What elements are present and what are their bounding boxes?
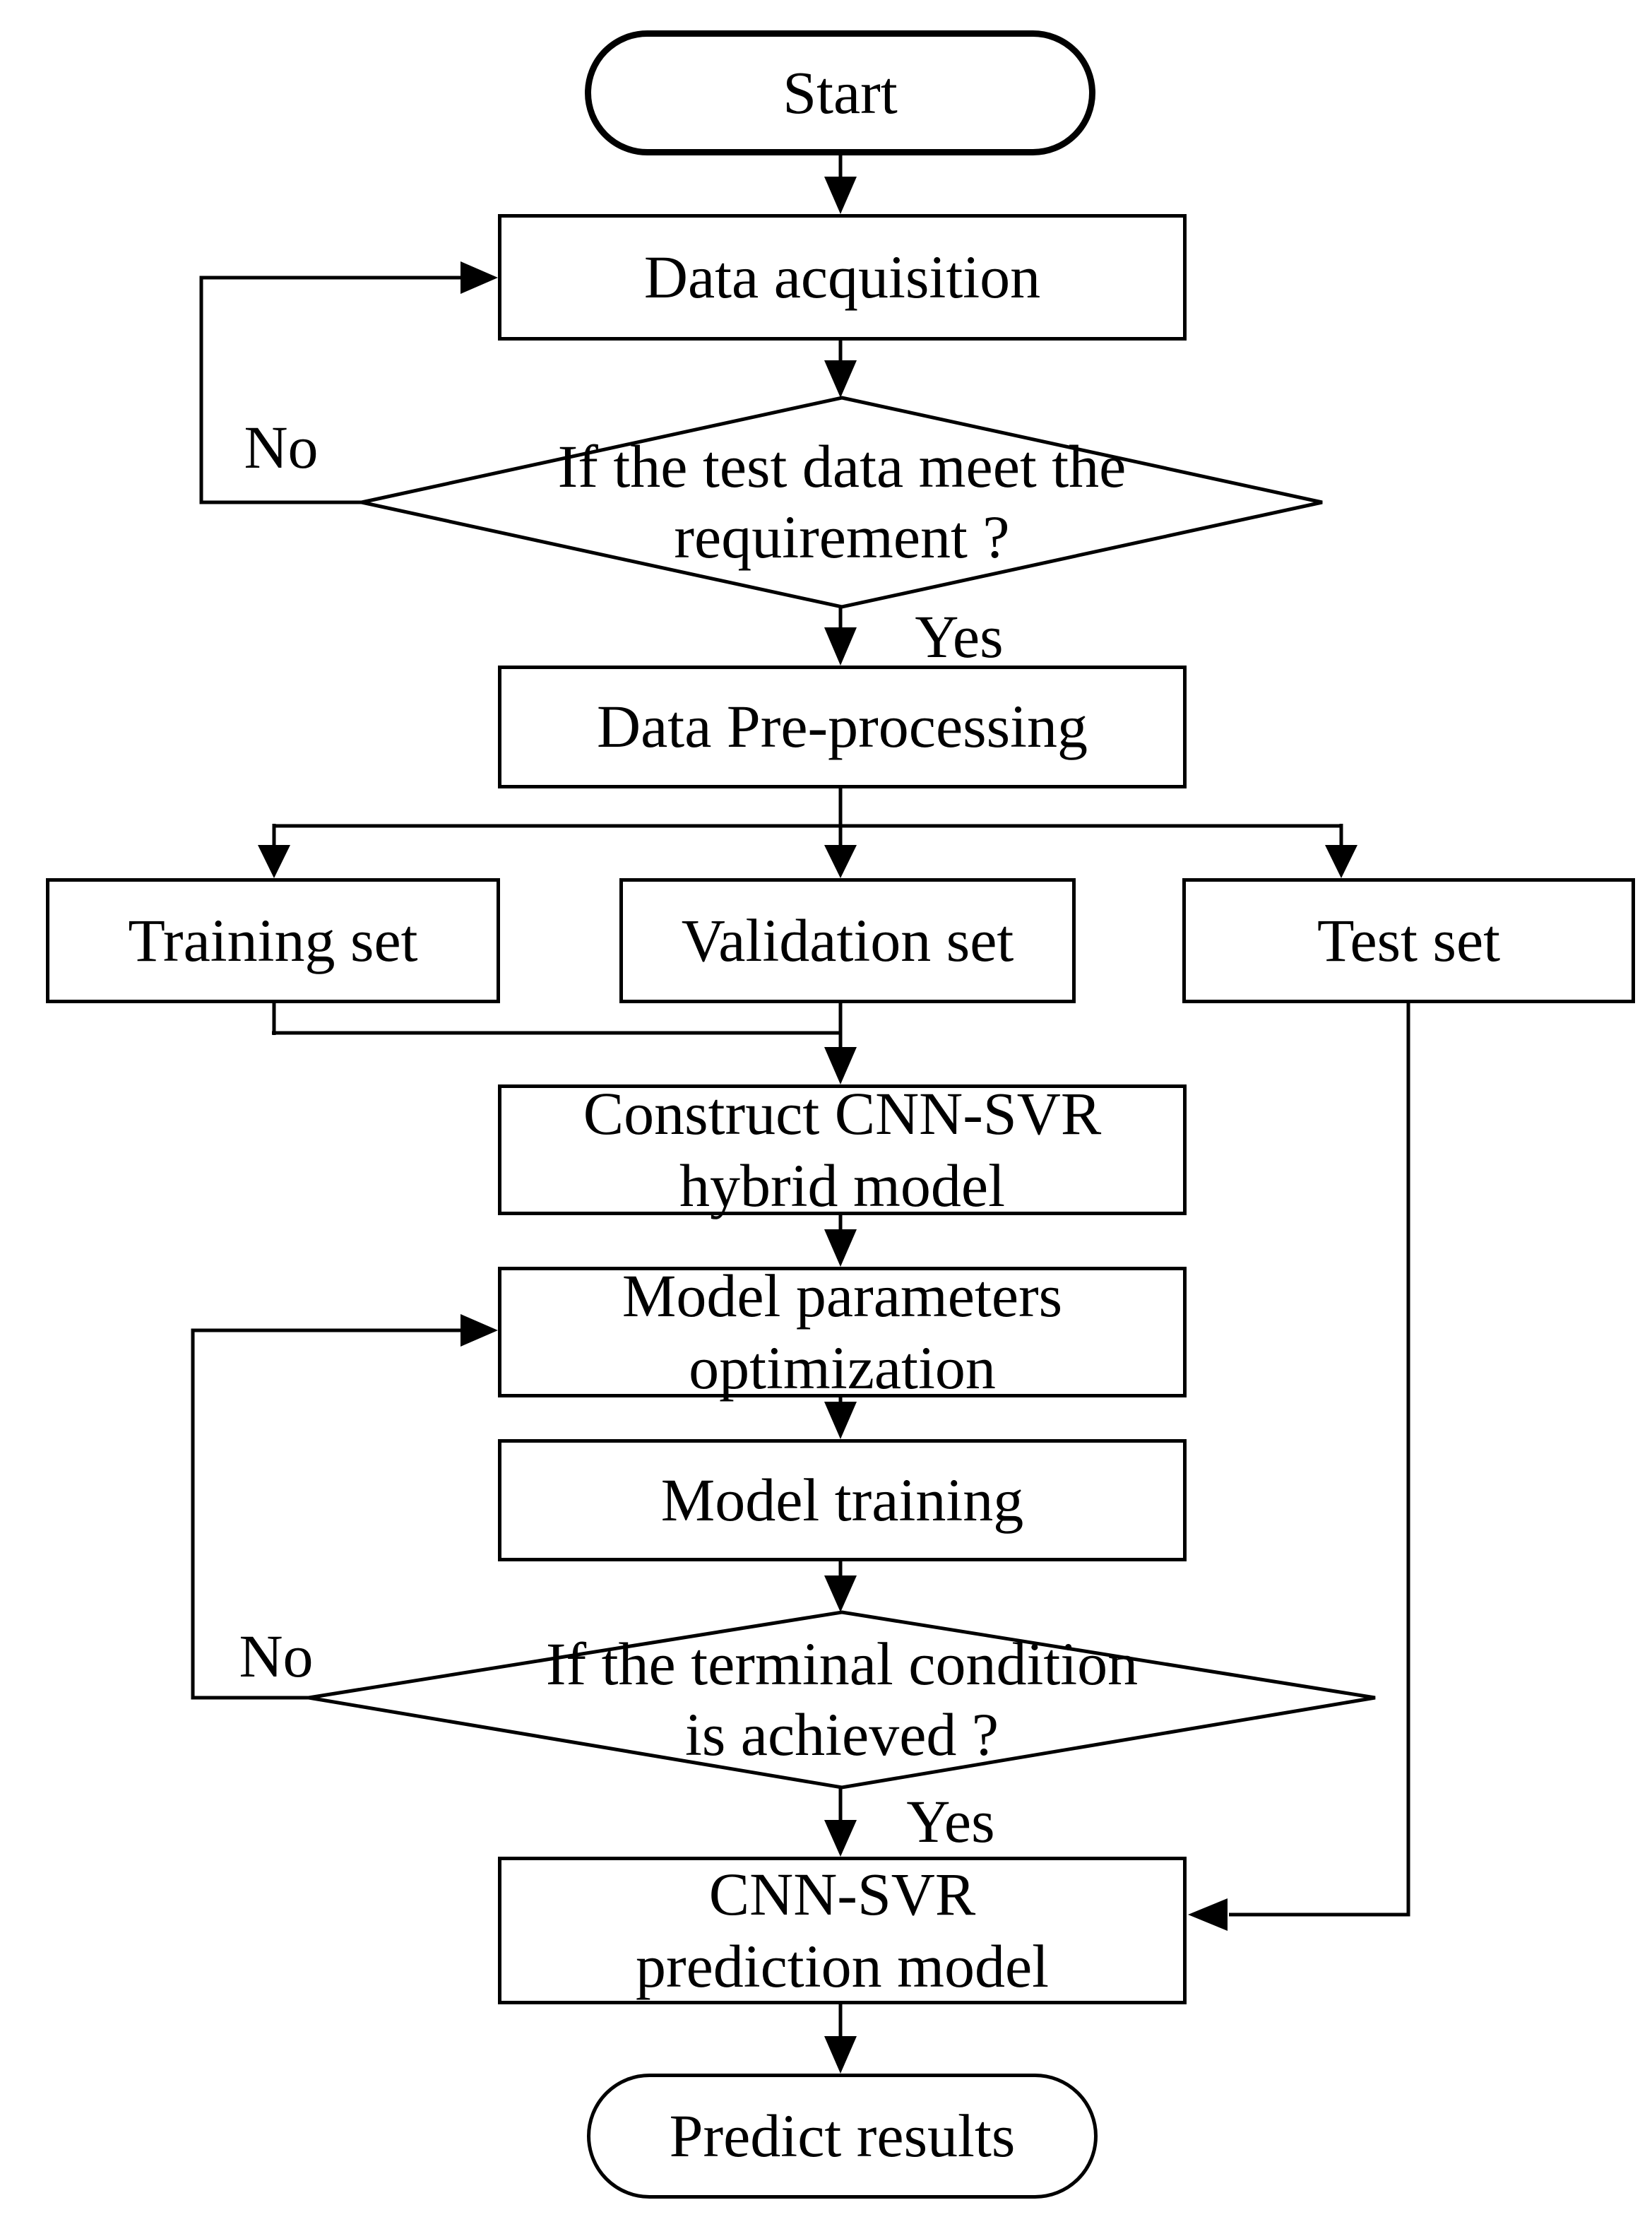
node-data-acquisition: Data acquisition <box>498 214 1187 341</box>
model-parameters-line2: optimization <box>689 1333 996 1402</box>
data-acquisition-label: Data acquisition <box>643 242 1041 311</box>
node-training-set: Training set <box>46 878 500 1003</box>
arrowhead-parameters-to-training <box>824 1402 857 1439</box>
decision-terminal-line2: is achieved ? <box>684 1701 999 1768</box>
node-decision-test-data: If the test data meet the requirement ? <box>397 398 1287 607</box>
edge-label-no-requirement: No <box>203 406 359 487</box>
decision-test-data-line1: If the test data meet the <box>557 432 1127 501</box>
decision1-diamond-shape <box>361 396 1323 609</box>
decision-terminal-line1: If the terminal condition <box>545 1630 1139 1698</box>
arrowhead-to-training-set <box>258 845 290 878</box>
node-start: Start <box>585 30 1095 155</box>
node-data-preprocessing: Data Pre-processing <box>498 666 1187 788</box>
no-requirement-text: No <box>244 413 319 481</box>
node-predict-results: Predict results <box>587 2074 1098 2199</box>
prediction-model-line2: prediction model <box>635 1932 1050 2000</box>
arrowhead-decision1-to-preprocessing <box>824 627 857 666</box>
node-validation-set: Validation set <box>619 878 1076 1003</box>
decision-test-data-line2: requirement ? <box>674 503 1010 571</box>
no-loop-decision1-polyline <box>199 276 463 504</box>
no-terminal-text: No <box>239 1621 314 1690</box>
construct-model-line2: hybrid model <box>679 1151 1005 1219</box>
test-set-to-prediction-polyline <box>1229 1003 1410 1917</box>
node-model-parameters-optimization: Model parameters optimization <box>498 1262 1187 1402</box>
prediction-model-line1: CNN-SVR <box>708 1860 976 1929</box>
yes-terminal-text: Yes <box>906 1787 995 1855</box>
arrowhead-decision2-to-prediction <box>824 1820 857 1857</box>
arrowhead-testset-to-prediction <box>1188 1898 1228 1931</box>
arrowhead-merge-to-construct <box>824 1047 857 1084</box>
construct-model-line1: Construct CNN-SVR <box>583 1080 1102 1148</box>
test-set-label: Test set <box>1317 906 1501 974</box>
node-model-training: Model training <box>498 1439 1187 1561</box>
decision2-diamond-shape <box>308 1610 1376 1790</box>
arrowhead-prediction-to-results <box>824 2036 857 2074</box>
arrowhead-to-test-set <box>1325 845 1357 878</box>
edge-label-yes-terminal: Yes <box>873 1780 1028 1862</box>
training-set-label: Training set <box>128 906 418 974</box>
node-test-set: Test set <box>1182 878 1635 1003</box>
start-label: Start <box>783 58 898 126</box>
arrowhead-to-validation-set <box>824 845 857 878</box>
model-parameters-line1: Model parameters <box>622 1262 1063 1330</box>
node-cnn-svr-prediction-model: CNN-SVR prediction model <box>498 1857 1187 2004</box>
model-training-label: Model training <box>660 1465 1024 1534</box>
edge-label-yes-requirement: Yes <box>881 596 1037 677</box>
data-preprocessing-label: Data Pre-processing <box>597 692 1088 761</box>
yes-requirement-text: Yes <box>915 602 1004 670</box>
validation-set-label: Validation set <box>681 906 1014 974</box>
node-decision-terminal-condition: If the terminal condition is achieved ? <box>397 1612 1287 1787</box>
arrowhead-training-to-decision2 <box>824 1575 857 1612</box>
arrowhead-construct-to-parameters <box>824 1229 857 1267</box>
edge-label-no-terminal: No <box>198 1615 354 1696</box>
arrowhead-no-loop-decision1 <box>460 261 498 294</box>
arrowhead-acquisition-to-decision1 <box>824 360 857 398</box>
no-loop-decision2-polyline <box>191 1328 463 1700</box>
predict-results-label: Predict results <box>669 2101 1016 2170</box>
node-construct-model: Construct CNN-SVR hybrid model <box>498 1080 1187 1219</box>
arrowhead-no-loop-decision2 <box>460 1314 498 1347</box>
arrowhead-start-to-acquisition <box>824 177 857 214</box>
